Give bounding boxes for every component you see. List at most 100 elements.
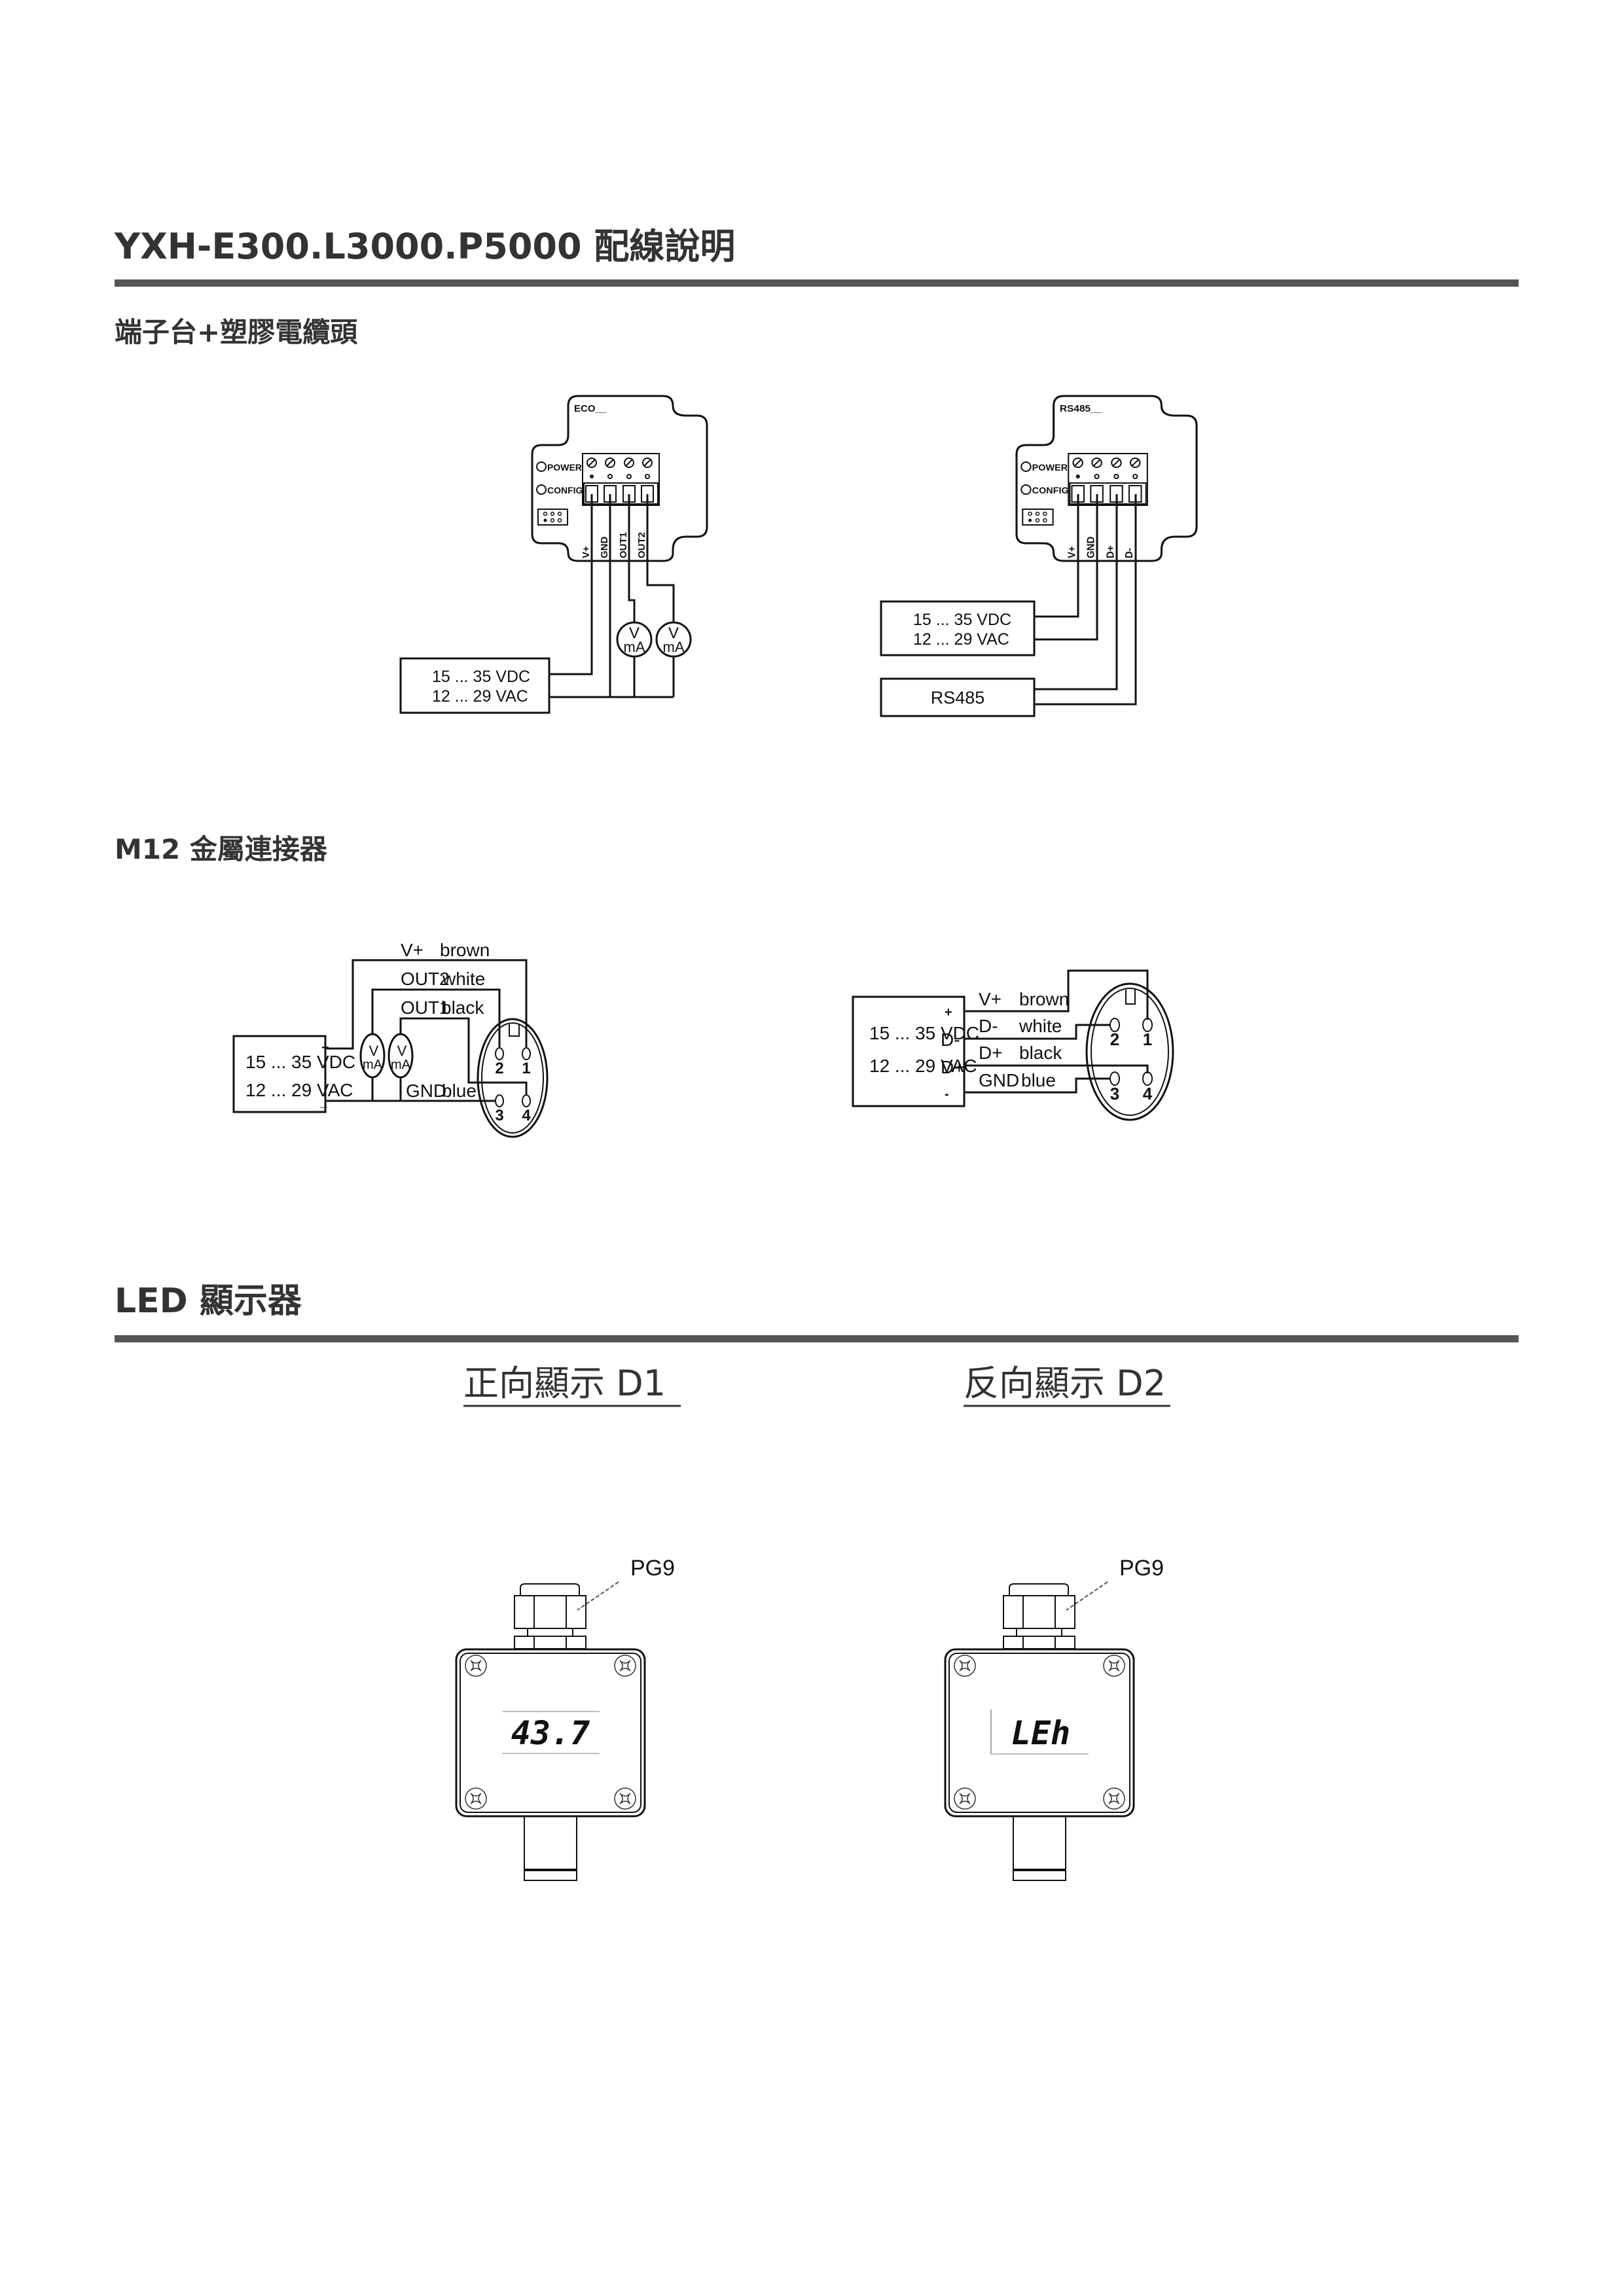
color-label-brown: brown [440,940,490,960]
svg-text:mA: mA [391,1058,411,1072]
config-label: CONFIG [547,485,583,495]
pin-1-label: 1 [1143,1030,1152,1049]
pin-4-label: 4 [1143,1084,1153,1103]
color-label-black: black [1019,1043,1062,1063]
signal-label-vplus: V+ [401,940,424,960]
svg-text:mA: mA [363,1058,383,1072]
svg-text:mA: mA [663,639,685,655]
svg-text:mA: mA [624,639,645,655]
terminal-label-out1: OUT1 [618,532,629,558]
svg-text:V: V [397,1043,407,1059]
wire-vplus [549,494,593,675]
led-rule [115,1335,1519,1342]
supply-line2: 12 ... 29 VAC [245,1080,353,1100]
terminal-screws [585,457,654,503]
wire-vplus-brown [325,959,528,1050]
wire-gnd-blue [964,1077,1111,1094]
gland-label: PG9 [630,1556,675,1581]
enclosure-outline [531,395,708,562]
plus-label: + [321,1041,329,1055]
wire-dplus-black [964,1064,1149,1073]
supply-line1: 15 ... 35 VDC [913,611,1011,629]
terminal-label-dminus: D- [1124,548,1135,558]
supply-line2: 12 ... 29 VAC [869,1056,977,1076]
config-header-icon [1022,509,1054,526]
signal-label-dplus: D+ [979,1043,1003,1063]
enclosure-analog: ECO__ POWER CONFIG V+ GND OUT1 OUT2 [531,395,708,562]
wire-out1-black [399,1017,528,1094]
config-label: CONFIG [1032,486,1069,496]
supply-line1: 15 ... 35 VDC [869,1023,979,1043]
supply-line2: 12 ... 29 VAC [432,687,528,706]
pin-2-label: 2 [1110,1030,1119,1049]
rs485-bus-label: RS485 [931,688,985,708]
m12-analog-diagram: 15 ... 35 VDC 12 ... 29 VAC + _ V mA V m… [232,940,549,1138]
power-label: POWER [547,462,582,473]
gland-leader-line [1066,1581,1108,1611]
cable-gland-icon [1003,1583,1075,1649]
terminal-label-dplus: D+ [1105,545,1116,558]
supply-line2: 12 ... 29 VAC [913,630,1009,649]
color-label-brown: brown [1019,989,1069,1009]
color-label-black: black [441,997,484,1018]
caption-d2: 反向顯示 D2 [964,1363,1166,1404]
model-label: RS485__ [1060,403,1102,414]
model-label: ECO__ [574,403,607,414]
meter-out1: V mA [388,1033,414,1079]
side-label-dminus: D- [941,1030,960,1050]
config-led-icon [536,484,547,495]
config-header-icon [537,509,568,526]
svg-text:V: V [629,624,640,642]
wire-out2 [646,494,675,697]
led-display-value: 43.7 [511,1714,590,1752]
supply-line1: 15 ... 35 VDC [245,1052,355,1072]
terminal-label-gnd: GND [599,537,610,559]
terminal-label-out2: OUT2 [636,532,647,558]
terminal-label-vplus: V+ [1066,546,1077,558]
svg-text:V: V [369,1043,379,1059]
wire-out1 [628,494,636,697]
svg-text:V: V [668,624,679,642]
terminal-label-vplus: V+ [581,546,592,558]
rs485-bus-box [880,677,1036,717]
side-label-minus: - [945,1087,949,1102]
side-label-dplus: D+ [941,1057,965,1077]
led-device-d1: PG9 43.7 [455,1556,675,1881]
color-label-blue: blue [1021,1070,1056,1090]
m12-connector-icon: 2 1 3 4 [477,1018,549,1138]
power-supply-box [399,657,550,714]
power-led-icon [536,461,547,472]
signal-label-out1: OUT1 [401,997,450,1018]
led-display-value: LEh [1011,1714,1070,1752]
enclosure-outline [1015,395,1198,562]
wire-vplus-brown [964,969,1149,1020]
gland-label: PG9 [1119,1556,1164,1581]
color-label-blue: blue [442,1081,477,1101]
power-label: POWER [1032,463,1068,473]
pin-3-label: 3 [1110,1084,1119,1103]
signal-label-out2: OUT2 [401,969,450,989]
section-heading-led: LED 顯示器 [115,1282,302,1321]
power-led-icon [1020,461,1032,472]
cable-gland-icon [514,1583,586,1649]
screw-icons [465,1655,636,1810]
terminal-analog-diagram: ECO__ POWER CONFIG V+ GND OUT1 OUT2 [399,395,708,714]
screw-icons [954,1655,1125,1810]
signal-label-gnd: GND [979,1070,1019,1090]
power-supply-box [232,1035,327,1113]
sensor-stem [524,1816,577,1881]
wire-dminus-white [964,1024,1111,1040]
terminal-block [1068,453,1148,506]
sensor-stem [1013,1816,1066,1881]
enclosure-rs485: RS485__ POWER CONFIG V+ GND D+ D- [1015,395,1198,562]
pin-1-label: 1 [522,1060,530,1077]
color-label-white: white [442,969,485,989]
wire-dminus [1034,494,1137,706]
terminal-block [582,453,660,506]
wire-gnd-blue [325,1077,496,1102]
signal-label-gnd: GND [406,1081,446,1101]
power-supply-box [852,996,965,1107]
title-rule [115,279,1519,287]
supply-line1: 15 ... 35 VDC [432,668,530,686]
signal-label-dminus: D- [979,1016,998,1036]
